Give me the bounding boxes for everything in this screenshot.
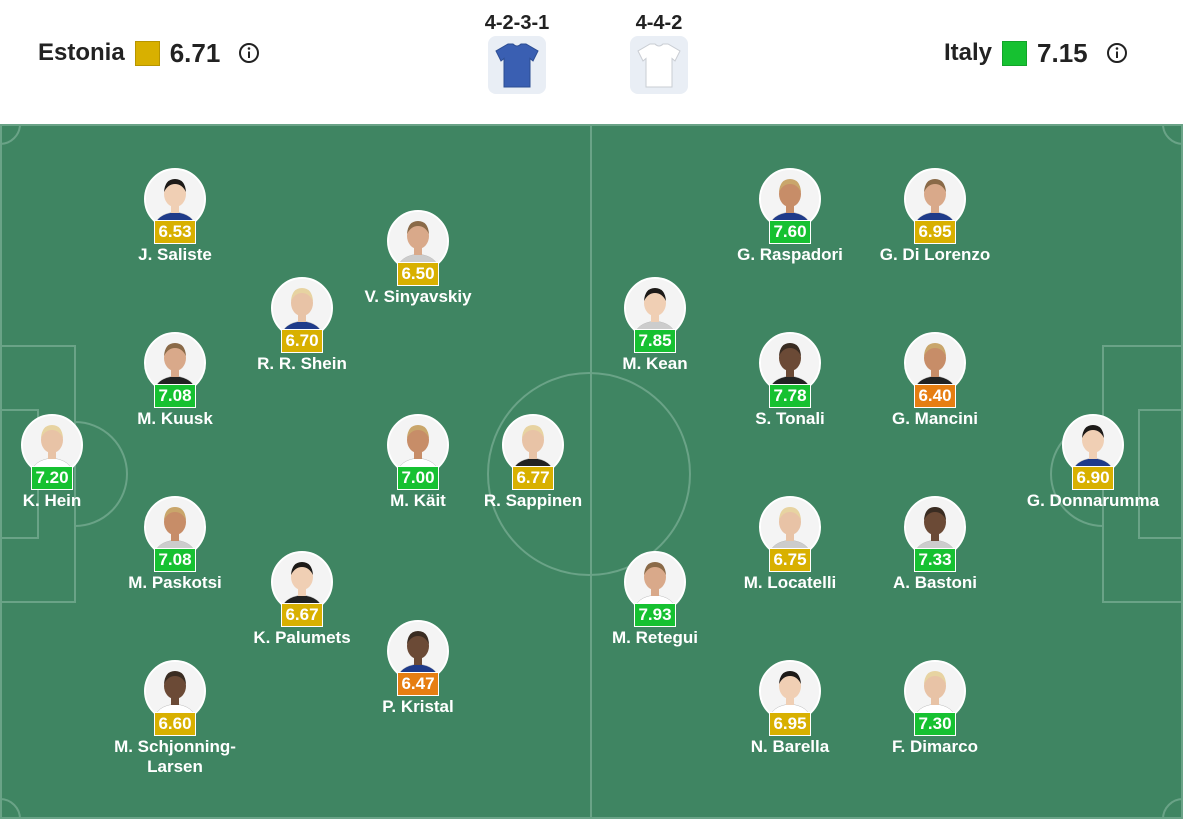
player-rating-badge: 7.30: [914, 712, 956, 736]
player-name: A. Bastoni: [892, 573, 978, 592]
player-name: R. Sappinen: [483, 491, 583, 510]
home-team-name: Estonia: [38, 39, 125, 66]
player-rating-badge: 6.90: [1072, 466, 1114, 490]
player-rating-badge: 7.60: [769, 220, 811, 244]
player-name: P. Kristal: [382, 697, 454, 716]
home-formation: 4-2-3-1: [484, 12, 550, 34]
away-formation: 4-4-2: [635, 12, 683, 34]
player-rating-badge: 6.50: [397, 262, 439, 286]
player-name: F. Dimarco: [892, 737, 978, 756]
player-avatar: [144, 660, 206, 722]
player-name: V. Sinyavskiy: [364, 287, 472, 306]
player-rating-badge: 6.53: [154, 220, 196, 244]
player-rating-badge: 6.67: [281, 603, 323, 627]
player-rating-badge: 6.47: [397, 672, 439, 696]
home-jersey-icon: [495, 43, 539, 88]
away-team-rating: 7.15: [1037, 37, 1088, 68]
player-name: J. Saliste: [138, 245, 212, 264]
info-icon[interactable]: [238, 42, 260, 64]
player-name: M. Kean: [622, 354, 688, 373]
player-name: G. Raspadori: [737, 245, 843, 264]
away-rating-color-square: [1002, 40, 1028, 66]
home-team-rating: 6.71: [169, 37, 221, 68]
away-team-name: Italy: [944, 39, 993, 66]
info-icon[interactable]: [1106, 42, 1128, 64]
player-rating-badge: 6.75: [769, 548, 811, 572]
player-avatar: [904, 332, 966, 394]
player-avatar: [759, 660, 821, 722]
player-name: M. Schjonning-Larsen: [114, 737, 236, 776]
player-avatar: [1062, 414, 1124, 476]
player-name: S. Tonali: [755, 409, 825, 428]
pitch-markings: [0, 124, 1183, 819]
player-name: G. Di Lorenzo: [879, 245, 991, 264]
away-jersey-icon: [637, 43, 681, 88]
player-name: M. Käit: [390, 491, 446, 510]
player-name: N. Barella: [750, 737, 830, 756]
away-team-summary: Italy 7.15: [944, 36, 1128, 70]
player-avatar: [624, 551, 686, 613]
player-avatar: [624, 277, 686, 339]
player-name: K. Palumets: [253, 628, 351, 647]
player-rating-badge: 7.93: [634, 603, 676, 627]
player-avatar: [502, 414, 564, 476]
player-name: R. R. Shein: [257, 354, 347, 373]
away-kit-button[interactable]: [630, 36, 688, 94]
player-name: M. Kuusk: [137, 409, 213, 428]
player-rating-badge: 6.95: [914, 220, 956, 244]
player-name: G. Mancini: [892, 409, 978, 428]
player-name: K. Hein: [22, 491, 82, 510]
player-rating-badge: 7.08: [154, 548, 196, 572]
player-name: M. Retegui: [612, 628, 698, 647]
home-team-summary: Estonia 6.71: [38, 36, 260, 70]
player-name: M. Paskotsi: [128, 573, 222, 592]
player-name: G. Donnarumma: [1026, 491, 1160, 510]
player-rating-badge: 7.78: [769, 384, 811, 408]
player-rating-badge: 7.00: [397, 466, 439, 490]
home-rating-color-square: [134, 40, 160, 66]
home-kit-button[interactable]: [488, 36, 546, 94]
player-rating-badge: 6.95: [769, 712, 811, 736]
player-rating-badge: 6.70: [281, 329, 323, 353]
player-rating-badge: 7.85: [634, 329, 676, 353]
player-rating-badge: 6.60: [154, 712, 196, 736]
player-avatar: [21, 414, 83, 476]
player-avatar: [144, 496, 206, 558]
player-avatar: [144, 168, 206, 230]
player-name: M. Locatelli: [743, 573, 837, 592]
player-avatar: [387, 414, 449, 476]
player-avatar: [144, 332, 206, 394]
player-avatar: [904, 496, 966, 558]
player-rating-badge: 7.33: [914, 548, 956, 572]
player-rating-badge: 7.20: [31, 466, 73, 490]
match-header: Estonia 6.71 4-2-3-1 4-4-2 Italy 7.15: [0, 0, 1183, 124]
player-rating-badge: 7.08: [154, 384, 196, 408]
player-rating-badge: 6.77: [512, 466, 554, 490]
player-rating-badge: 6.40: [914, 384, 956, 408]
